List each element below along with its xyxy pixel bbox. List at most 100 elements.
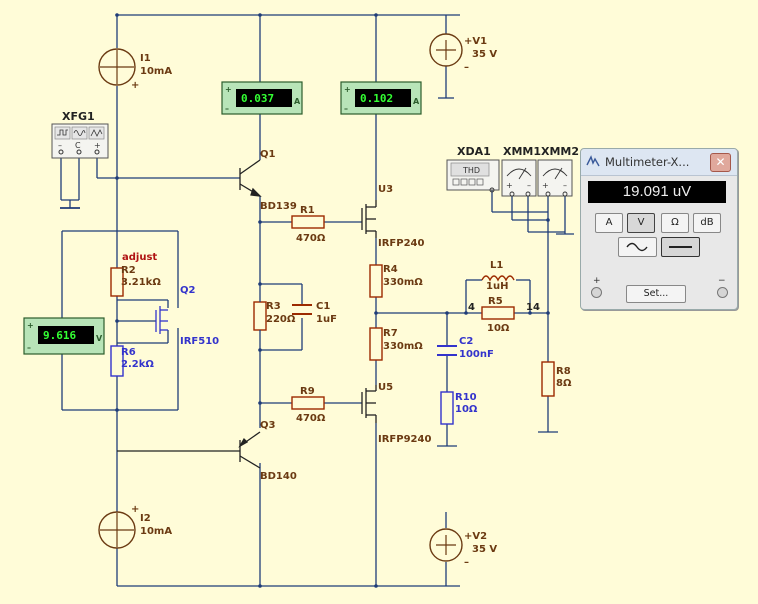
svg-text:–: –	[58, 141, 62, 150]
voltage-source-v2[interactable]: +V2 35 V –	[429, 528, 497, 568]
multimeter-window[interactable]: Multimeter-X... ✕ 19.091 uV A V Ω dB + −…	[580, 148, 738, 310]
resistor-r5[interactable]	[481, 306, 515, 320]
svg-text:+: +	[344, 85, 351, 94]
mosfet-q2[interactable]: Q2 IRF510	[155, 285, 219, 347]
distortion-analyzer-xda1[interactable]: XDA1 THD	[446, 145, 500, 191]
r8-name: R8	[556, 366, 571, 377]
capacitor-c2[interactable]	[437, 345, 457, 356]
ammeter-probe-1[interactable]: 0.037 A + –	[221, 81, 303, 115]
set-button[interactable]: Set...	[626, 285, 686, 303]
square-wave-icon	[54, 126, 71, 140]
transistor-q1[interactable]: Q1 BD139	[239, 149, 297, 212]
multimeter-title: Multimeter-X...	[605, 155, 690, 169]
q2-value: IRF510	[180, 336, 219, 347]
v2-value: 35 V	[472, 544, 497, 555]
junctions	[115, 13, 550, 588]
xda1-label: XDA1	[457, 145, 491, 158]
resistor-r7[interactable]	[369, 327, 383, 361]
r3-value: 220Ω	[266, 314, 296, 325]
xmm2-label: XMM2	[541, 145, 579, 158]
voltage-source-v1[interactable]: +V1 35 V –	[429, 33, 497, 73]
resistor-r3[interactable]	[253, 301, 267, 331]
svg-text:–: –	[527, 181, 531, 190]
close-button[interactable]: ✕	[710, 153, 731, 172]
i1-value: 10mA	[140, 66, 172, 77]
c2-name: C2	[459, 336, 473, 347]
node-14: 14	[526, 302, 540, 313]
dc-mode-button[interactable]	[661, 237, 700, 257]
resistor-r1[interactable]	[291, 215, 325, 229]
mode-ammeter-button[interactable]: A	[595, 213, 623, 233]
r7-name: R7	[383, 328, 398, 339]
multimeter-app-icon	[586, 155, 600, 167]
mosfet-u5[interactable]: U5 IRFP9240	[361, 382, 431, 445]
voltmeter-probe-3[interactable]: 9.616 V + –	[23, 317, 105, 355]
resistor-r8[interactable]	[541, 361, 555, 397]
mode-ohmmeter-button[interactable]: Ω	[661, 213, 689, 233]
i2-plus: +	[131, 504, 139, 515]
meter1-unit: A	[294, 97, 301, 106]
q1-value: BD139	[260, 201, 297, 212]
current-source-i2[interactable]: I2 10mA +	[98, 504, 172, 549]
meter3-value: 9.616	[43, 329, 76, 342]
transistor-q3[interactable]: Q3 BD140	[117, 420, 297, 482]
function-generator-xfg1[interactable]: XFG1 – C +	[51, 110, 109, 159]
svg-text:+: +	[542, 181, 549, 190]
capacitor-c1[interactable]	[292, 304, 312, 315]
i2-name: I2	[140, 513, 151, 524]
r10-value: 10Ω	[455, 404, 478, 415]
r10-name: R10	[455, 392, 477, 403]
ac-mode-button[interactable]	[618, 237, 657, 257]
svg-text:–: –	[225, 104, 229, 113]
multimeter-titlebar[interactable]: Multimeter-X... ✕	[581, 149, 737, 176]
wires	[60, 14, 574, 587]
minus-terminal-label: −	[718, 276, 726, 286]
multimeter-xmm2[interactable]: XMM2 + –	[537, 145, 579, 197]
mode-voltmeter-button[interactable]: V	[627, 213, 655, 233]
svg-text:–: –	[344, 104, 348, 113]
r7-value: 330mΩ	[383, 341, 423, 352]
inductor-l1[interactable]	[481, 275, 515, 282]
r1-value: 470Ω	[296, 233, 326, 244]
r5-name: R5	[488, 296, 503, 307]
mosfet-u3[interactable]: U3 IRFP240	[361, 184, 424, 249]
xmm1-label: XMM1	[503, 145, 541, 158]
resistor-r10[interactable]	[440, 391, 454, 425]
c1-value: 1uF	[316, 314, 337, 325]
plus-terminal-jack[interactable]	[591, 287, 602, 298]
r4-value: 330mΩ	[383, 277, 423, 288]
v1-name: +V1	[464, 36, 487, 47]
r2-note: adjust	[122, 252, 157, 263]
i1-plus: +	[131, 80, 139, 91]
meter3-unit: V	[96, 334, 103, 343]
ammeter-probe-2[interactable]: 0.102 A + –	[340, 81, 422, 115]
l1-value: 1uH	[486, 281, 508, 292]
r5-value: 10Ω	[487, 323, 510, 334]
mode-decibel-button[interactable]: dB	[693, 213, 721, 233]
resistor-r9[interactable]	[291, 396, 325, 410]
resistor-r2[interactable]	[110, 267, 124, 297]
resistor-r6[interactable]	[110, 345, 124, 377]
svg-text:+: +	[27, 321, 34, 330]
u3-name: U3	[378, 184, 393, 195]
plus-terminal-label: +	[593, 276, 601, 286]
dc-line-icon	[669, 246, 692, 248]
multimeter-xmm1[interactable]: XMM1 + –	[501, 145, 541, 197]
current-source-i1[interactable]: I1 10mA +	[98, 48, 172, 91]
q3-name: Q3	[260, 420, 276, 431]
resistor-r4[interactable]	[369, 264, 383, 298]
xda1-screen: THD	[462, 166, 480, 175]
u5-name: U5	[378, 382, 393, 393]
sine-wave-icon	[626, 242, 648, 252]
q2-name: Q2	[180, 285, 196, 296]
minus-terminal-jack[interactable]	[717, 287, 728, 298]
sine-wave-icon	[71, 126, 88, 140]
svg-text:C: C	[75, 141, 81, 150]
r4-name: R4	[383, 264, 398, 275]
svg-text:+: +	[225, 85, 232, 94]
c1-name: C1	[316, 301, 330, 312]
meter1-value: 0.037	[241, 92, 274, 105]
node-4: 4	[468, 302, 475, 313]
u5-value: IRFP9240	[378, 434, 431, 445]
i1-name: I1	[140, 53, 151, 64]
